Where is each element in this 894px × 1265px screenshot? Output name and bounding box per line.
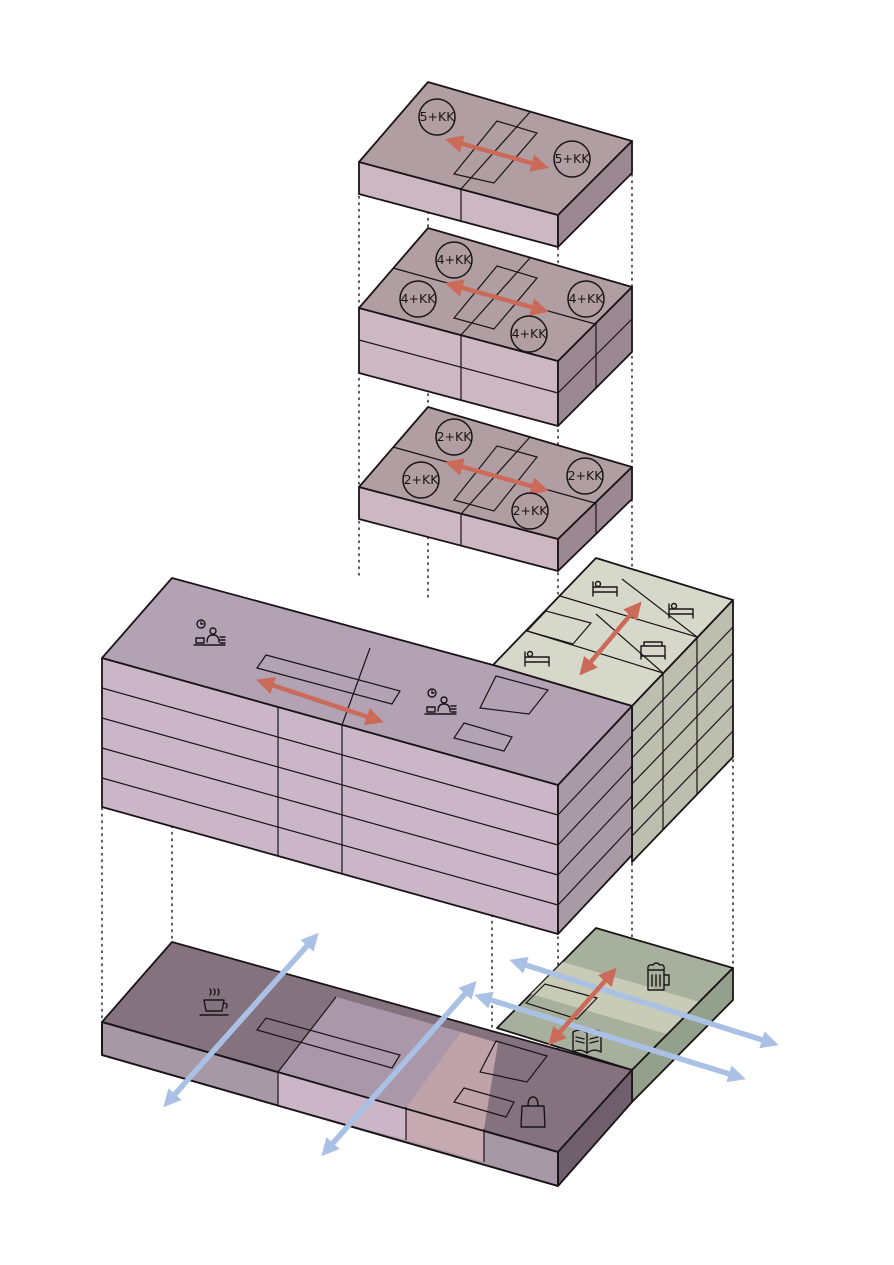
- office-core-b: [453, 722, 513, 752]
- office-core-a: [479, 675, 550, 715]
- bed-icon: [592, 580, 618, 597]
- hotel-circulation-arrow: [579, 601, 642, 676]
- ground-floor-block: [101, 927, 734, 1187]
- public-arrow-1: [163, 932, 319, 1108]
- ground-circulation-arrow: [548, 967, 617, 1046]
- unit-label-4kk: 4+KK: [437, 252, 473, 267]
- office-worker-icon: [424, 688, 457, 715]
- unit-label-5kk: 5+KK: [555, 151, 591, 166]
- unit-label-2kk: 2+KK: [404, 472, 440, 487]
- circulation-arrow-2kk: [445, 458, 549, 495]
- public-arrow-2: [321, 980, 477, 1157]
- unit-label-2kk: 2+KK: [513, 503, 549, 518]
- shopping-bag-icon: [520, 1096, 546, 1128]
- floor-5kk: 5+KK 5+KK: [358, 81, 633, 248]
- unit-label-4kk: 4+KK: [569, 291, 605, 306]
- unit-label-5kk: 5+KK: [420, 109, 456, 124]
- unit-label-4kk: 4+KK: [401, 291, 437, 306]
- office-worker-icon: [193, 619, 226, 646]
- unit-label-4kk: 4+KK: [512, 326, 548, 341]
- floor-4kk: 4+KK 4+KK 4+KK 4+KK: [358, 227, 633, 427]
- sofa-icon: [640, 641, 666, 660]
- office-block: [101, 577, 633, 935]
- unit-label-2kk: 2+KK: [437, 429, 473, 444]
- circulation-arrow-4kk: [445, 279, 549, 316]
- bed-icon: [668, 602, 694, 619]
- unit-label-2kk: 2+KK: [568, 468, 604, 483]
- office-circulation-arrow: [256, 676, 384, 726]
- floor-2kk: 2+KK 2+KK 2+KK 2+KK: [358, 406, 633, 572]
- circulation-arrow-5kk: [445, 135, 549, 172]
- bed-icon: [524, 650, 550, 667]
- hotel-block: [492, 557, 734, 863]
